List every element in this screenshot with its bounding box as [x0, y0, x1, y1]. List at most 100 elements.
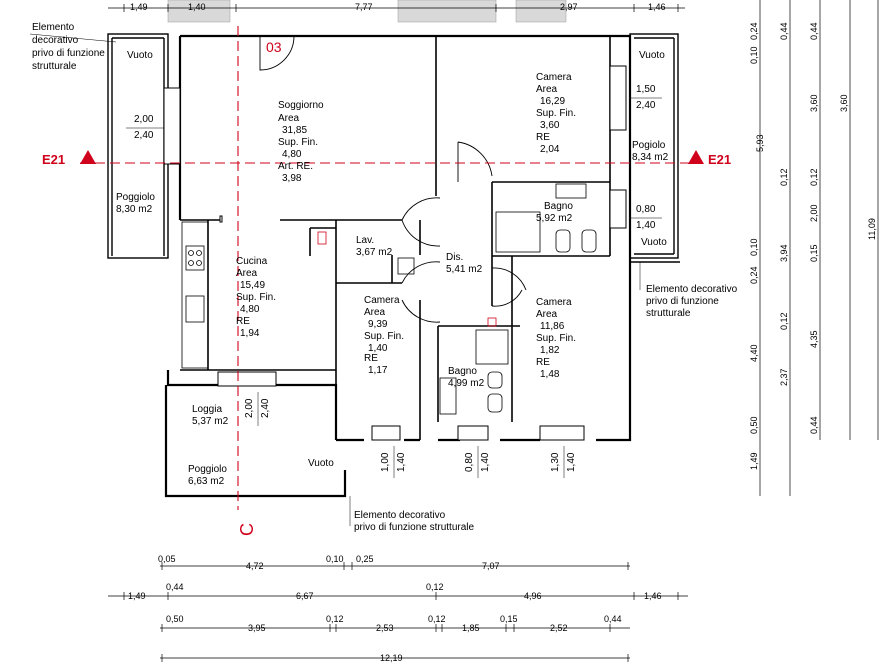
bdim-r4-1: 12,19 — [380, 653, 403, 663]
cucina-area-label: Area — [236, 268, 258, 279]
rdim-c1-2: 0,24 — [749, 22, 759, 40]
camera3-re: 1,48 — [540, 369, 560, 380]
section-arrow-left — [80, 150, 96, 164]
win-loggia-width: 2,00 — [244, 398, 255, 418]
note-1-line-1: Elemento — [32, 22, 75, 33]
bdim-r2-1: 0,44 — [166, 582, 184, 592]
camera2-sup: 1,40 — [368, 343, 388, 354]
camera1-name: Camera — [536, 72, 572, 83]
shaft-mark — [487, 317, 497, 327]
vuoto-label-bottom: Vuoto — [308, 458, 334, 469]
rdim-c1-5: 4,40 — [749, 344, 759, 362]
bagno1-name: Bagno — [544, 201, 573, 212]
bdim-r3-5: 0,12 — [428, 614, 446, 624]
bdim-r3-3: 0,12 — [326, 614, 344, 624]
cucina-sup-label: Sup. Fin. — [236, 292, 276, 303]
top-openings — [167, 0, 567, 23]
vuoto-label-right-mid: Vuoto — [641, 237, 667, 248]
rdim-c1-6: 0,50 — [749, 416, 759, 434]
note-2-line-1: Elemento decorativo — [646, 284, 738, 295]
rdim-c4-1: 3,60 — [839, 94, 849, 112]
camera3-area: 11,86 — [540, 321, 565, 332]
kitchen-fixtures — [181, 221, 209, 369]
camera1-re: 2,04 — [540, 144, 560, 155]
poggiolo-bottom-area: 6,63 m2 — [188, 476, 225, 487]
poggiolo-left-name: Poggiolo — [116, 192, 155, 203]
rdim-c2-5: 2,37 — [779, 368, 789, 386]
bdim-r3-7: 0,15 — [500, 614, 518, 624]
win-right-mid-width: 0,80 — [636, 204, 656, 215]
bagno1-area: 5,92 m2 — [536, 213, 573, 224]
camera2-re: 1,17 — [368, 365, 388, 376]
win-loggia-height: 2,40 — [260, 398, 271, 418]
rdim-c1-4: 0,24 — [749, 266, 759, 284]
note-1-line-3: privo di funzione — [32, 48, 105, 59]
section-label-bottom: C — [237, 523, 257, 536]
rdim-c3-7: 4,35 — [809, 330, 819, 348]
loggia-name: Loggia — [192, 404, 222, 415]
rdim-c2-4: 0,12 — [779, 312, 789, 330]
rdim-c2-2: 0,12 — [779, 168, 789, 186]
door-swings — [259, 35, 527, 323]
cucina-re: 1,94 — [240, 328, 260, 339]
win-camera3-height: 1,40 — [566, 452, 577, 472]
note-3-line-2: privo di funzione strutturale — [354, 522, 475, 533]
camera2-area: 9,39 — [368, 319, 388, 330]
rdim-c3-8: 0,44 — [809, 416, 819, 434]
camera1-area-label: Area — [536, 84, 558, 95]
camera3-name: Camera — [536, 297, 572, 308]
win-camera3-width: 1,30 — [550, 452, 561, 472]
bdim-r2-5: 4,96 — [524, 591, 542, 601]
loggia-area: 5,37 m2 — [192, 416, 229, 427]
soggiorno-area: 31,85 — [282, 125, 307, 136]
lav-area: 3,67 m2 — [356, 247, 393, 258]
note-2-line-2: privo di funzione — [646, 296, 719, 307]
bdim-r1-1: 0,05 — [158, 554, 176, 564]
bdim-r2-2: 1,49 — [128, 591, 146, 601]
section-label-right: E21 — [708, 152, 731, 167]
rdim-c1-1: 0,10 — [749, 46, 759, 64]
bagno2-area: 4,99 m2 — [448, 378, 485, 389]
soggiorno-name: Soggiorno — [278, 100, 324, 111]
top-dim-4: 2,97 — [560, 2, 578, 12]
bdim-r1-5: 7,07 — [482, 561, 500, 571]
bdim-r3-8: 2,52 — [550, 623, 568, 633]
soggiorno-re: 3,98 — [282, 173, 302, 184]
bathroom-fixtures — [397, 183, 597, 415]
note-3-line-1: Elemento decorativo — [354, 510, 446, 521]
rdim-c4-2: 11,09 — [867, 218, 877, 240]
poggiolo-bottom-name: Poggiolo — [188, 464, 227, 475]
win-left-height: 2,40 — [134, 130, 154, 141]
poggiolo-left-area: 8,30 m2 — [116, 204, 153, 215]
right-dimension-lines — [759, 0, 879, 496]
cucina-area: 15,49 — [240, 280, 265, 291]
dis-area: 5,41 m2 — [446, 264, 483, 275]
win-camera2-width: 1,00 — [380, 452, 391, 472]
vuoto-label-left: Vuoto — [127, 50, 153, 61]
bdim-r3-4: 2,53 — [376, 623, 394, 633]
camera2-sup-label: Sup. Fin. — [364, 331, 404, 342]
note-1-leader — [29, 33, 117, 43]
camera1-re-label: RE — [536, 132, 550, 143]
camera3-sup-label: Sup. Fin. — [536, 333, 576, 344]
top-dimension-chain — [108, 4, 685, 12]
pogiolo-right-area: 8,34 m2 — [632, 152, 669, 163]
rdim-c2-3: 3,94 — [779, 244, 789, 262]
wall-windows — [163, 65, 627, 441]
cucina-name: Cucina — [236, 256, 268, 267]
bagno2-name: Bagno — [448, 366, 477, 377]
win-left-width: 2,00 — [134, 114, 154, 125]
electric-panel-mark — [317, 231, 327, 245]
camera1-sup: 3,60 — [540, 120, 560, 131]
bdim-r1-4: 0,25 — [356, 554, 374, 564]
top-dim-2: 1,40 — [188, 2, 206, 12]
win-bagno2-width: 0,80 — [464, 452, 475, 472]
rdim-c3-6: 0,15 — [809, 244, 819, 262]
win-right-top-height: 2,40 — [636, 100, 656, 111]
bdim-r3-6: 1,85 — [462, 623, 480, 633]
pogiolo-right-name: Pogiolo — [632, 140, 666, 151]
left-balcony-frame — [107, 33, 169, 259]
camera3-sup: 1,82 — [540, 345, 560, 356]
cucina-re-label: RE — [236, 316, 250, 327]
